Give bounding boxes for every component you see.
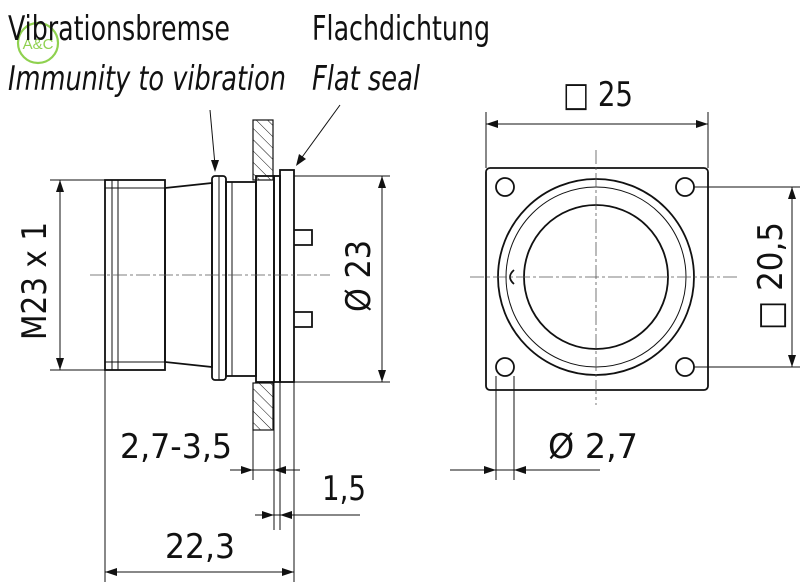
mount-hole-br [675, 357, 695, 377]
label-seal-en: Flat seal [312, 59, 420, 99]
dim-hole-diameter: Ø 2,7 [450, 376, 638, 480]
panel-section-top [252, 119, 274, 181]
front-view [470, 150, 740, 405]
label-vibration-en: Immunity to vibration [8, 59, 286, 99]
dim-total-length-text: 22,3 [165, 527, 235, 567]
dim-flange-diameter-text: Ø 23 [339, 240, 379, 312]
logo: A&C [16, 21, 60, 65]
dim-hole-spacing: □ 20,5 [694, 186, 800, 368]
mount-hole-bl [495, 357, 515, 377]
leader-vibration [209, 109, 219, 172]
dim-seal-thickness-text: 1,5 [322, 469, 366, 509]
logo-text: A&C [23, 36, 54, 53]
dim-total-length: 22,3 [105, 527, 294, 576]
dim-hole-spacing-text: □ 20,5 [751, 222, 791, 330]
mount-hole-tr [675, 177, 695, 197]
side-view [90, 119, 330, 431]
dim-hole-diameter-text: Ø 2,7 [548, 427, 638, 467]
dim-thread: M23 x 1 [15, 179, 105, 371]
label-vibration-de: Vibrationsbremse [8, 9, 230, 49]
dim-panel-thickness-text: 2,7-3,5 [120, 427, 232, 467]
mount-hole-tl [495, 177, 515, 197]
flange [255, 175, 275, 383]
dim-seal-thickness: 1,5 [255, 469, 366, 519]
dim-flange-diameter: Ø 23 [294, 175, 390, 383]
extension-lines [104, 370, 295, 582]
panel-section-bottom [252, 382, 274, 431]
label-seal-de: Flachdichtung [312, 9, 490, 49]
leader-seal [296, 104, 341, 166]
dim-square-size: □ 25 [485, 75, 709, 168]
dim-thread-text: M23 x 1 [15, 222, 55, 340]
square-flange [485, 167, 709, 391]
dim-panel-thickness: 2,7-3,5 [120, 427, 300, 474]
dim-square-size-text: □ 25 [563, 75, 633, 115]
